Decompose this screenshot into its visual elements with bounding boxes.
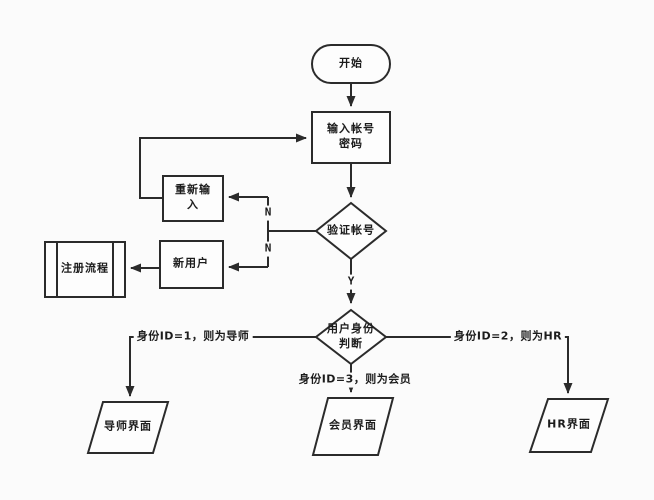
edge-label-yes: Y	[345, 274, 357, 290]
edge-label-id3: 身份ID=3，则为会员	[295, 372, 415, 388]
input-account-label-line2: 密码	[339, 137, 363, 150]
edge-label-no-upper: N	[262, 205, 274, 221]
verify-account-node-label: 验证帐号	[327, 223, 375, 237]
hr-ui-node-label: HR界面	[547, 417, 591, 431]
mentor-ui-parallelogram-shape	[86, 401, 170, 454]
identity-decision-diamond-shape	[314, 308, 388, 366]
register-flow-node-label: 注册流程	[61, 261, 109, 275]
member-ui-parallelogram-shape	[311, 397, 395, 456]
edge-label-id1: 身份ID=1，则为导师	[133, 329, 253, 345]
new-user-shape	[159, 240, 224, 289]
new-user-node-label: 新用户	[173, 256, 209, 270]
reenter-node-label: 重新输 入	[175, 183, 211, 213]
member-ui-node-label: 会员界面	[329, 418, 377, 432]
edge-label-no-lower: N	[262, 241, 274, 257]
hr-ui-parallelogram-shape	[528, 398, 610, 453]
reenter-shape	[162, 175, 224, 222]
reenter-label-line1: 重新输	[175, 183, 211, 197]
identity-decision-label-line1: 用户身份	[327, 322, 375, 336]
mentor-ui-node-label: 导师界面	[104, 419, 152, 433]
start-terminator-shape	[311, 44, 391, 84]
edge-id2-to-hr	[386, 336, 573, 394]
input-account-label-line1: 输入帐号	[327, 122, 375, 136]
start-node-label: 开始	[339, 56, 363, 70]
edge-id1-to-mentor	[125, 336, 316, 397]
register-flow-shape	[44, 241, 126, 298]
verify-account-diamond-shape	[314, 201, 388, 261]
edge-reenter-loop-to-input	[139, 133, 307, 199]
reenter-label-line2: 入	[187, 198, 199, 211]
identity-decision-node-label: 用户身份 判断	[327, 322, 375, 352]
input-account-shape	[311, 111, 391, 164]
input-account-node-label: 输入帐号 密码	[327, 122, 375, 152]
edge-label-id2: 身份ID=2，则为HR	[450, 329, 566, 345]
identity-decision-label-line2: 判断	[339, 337, 363, 350]
